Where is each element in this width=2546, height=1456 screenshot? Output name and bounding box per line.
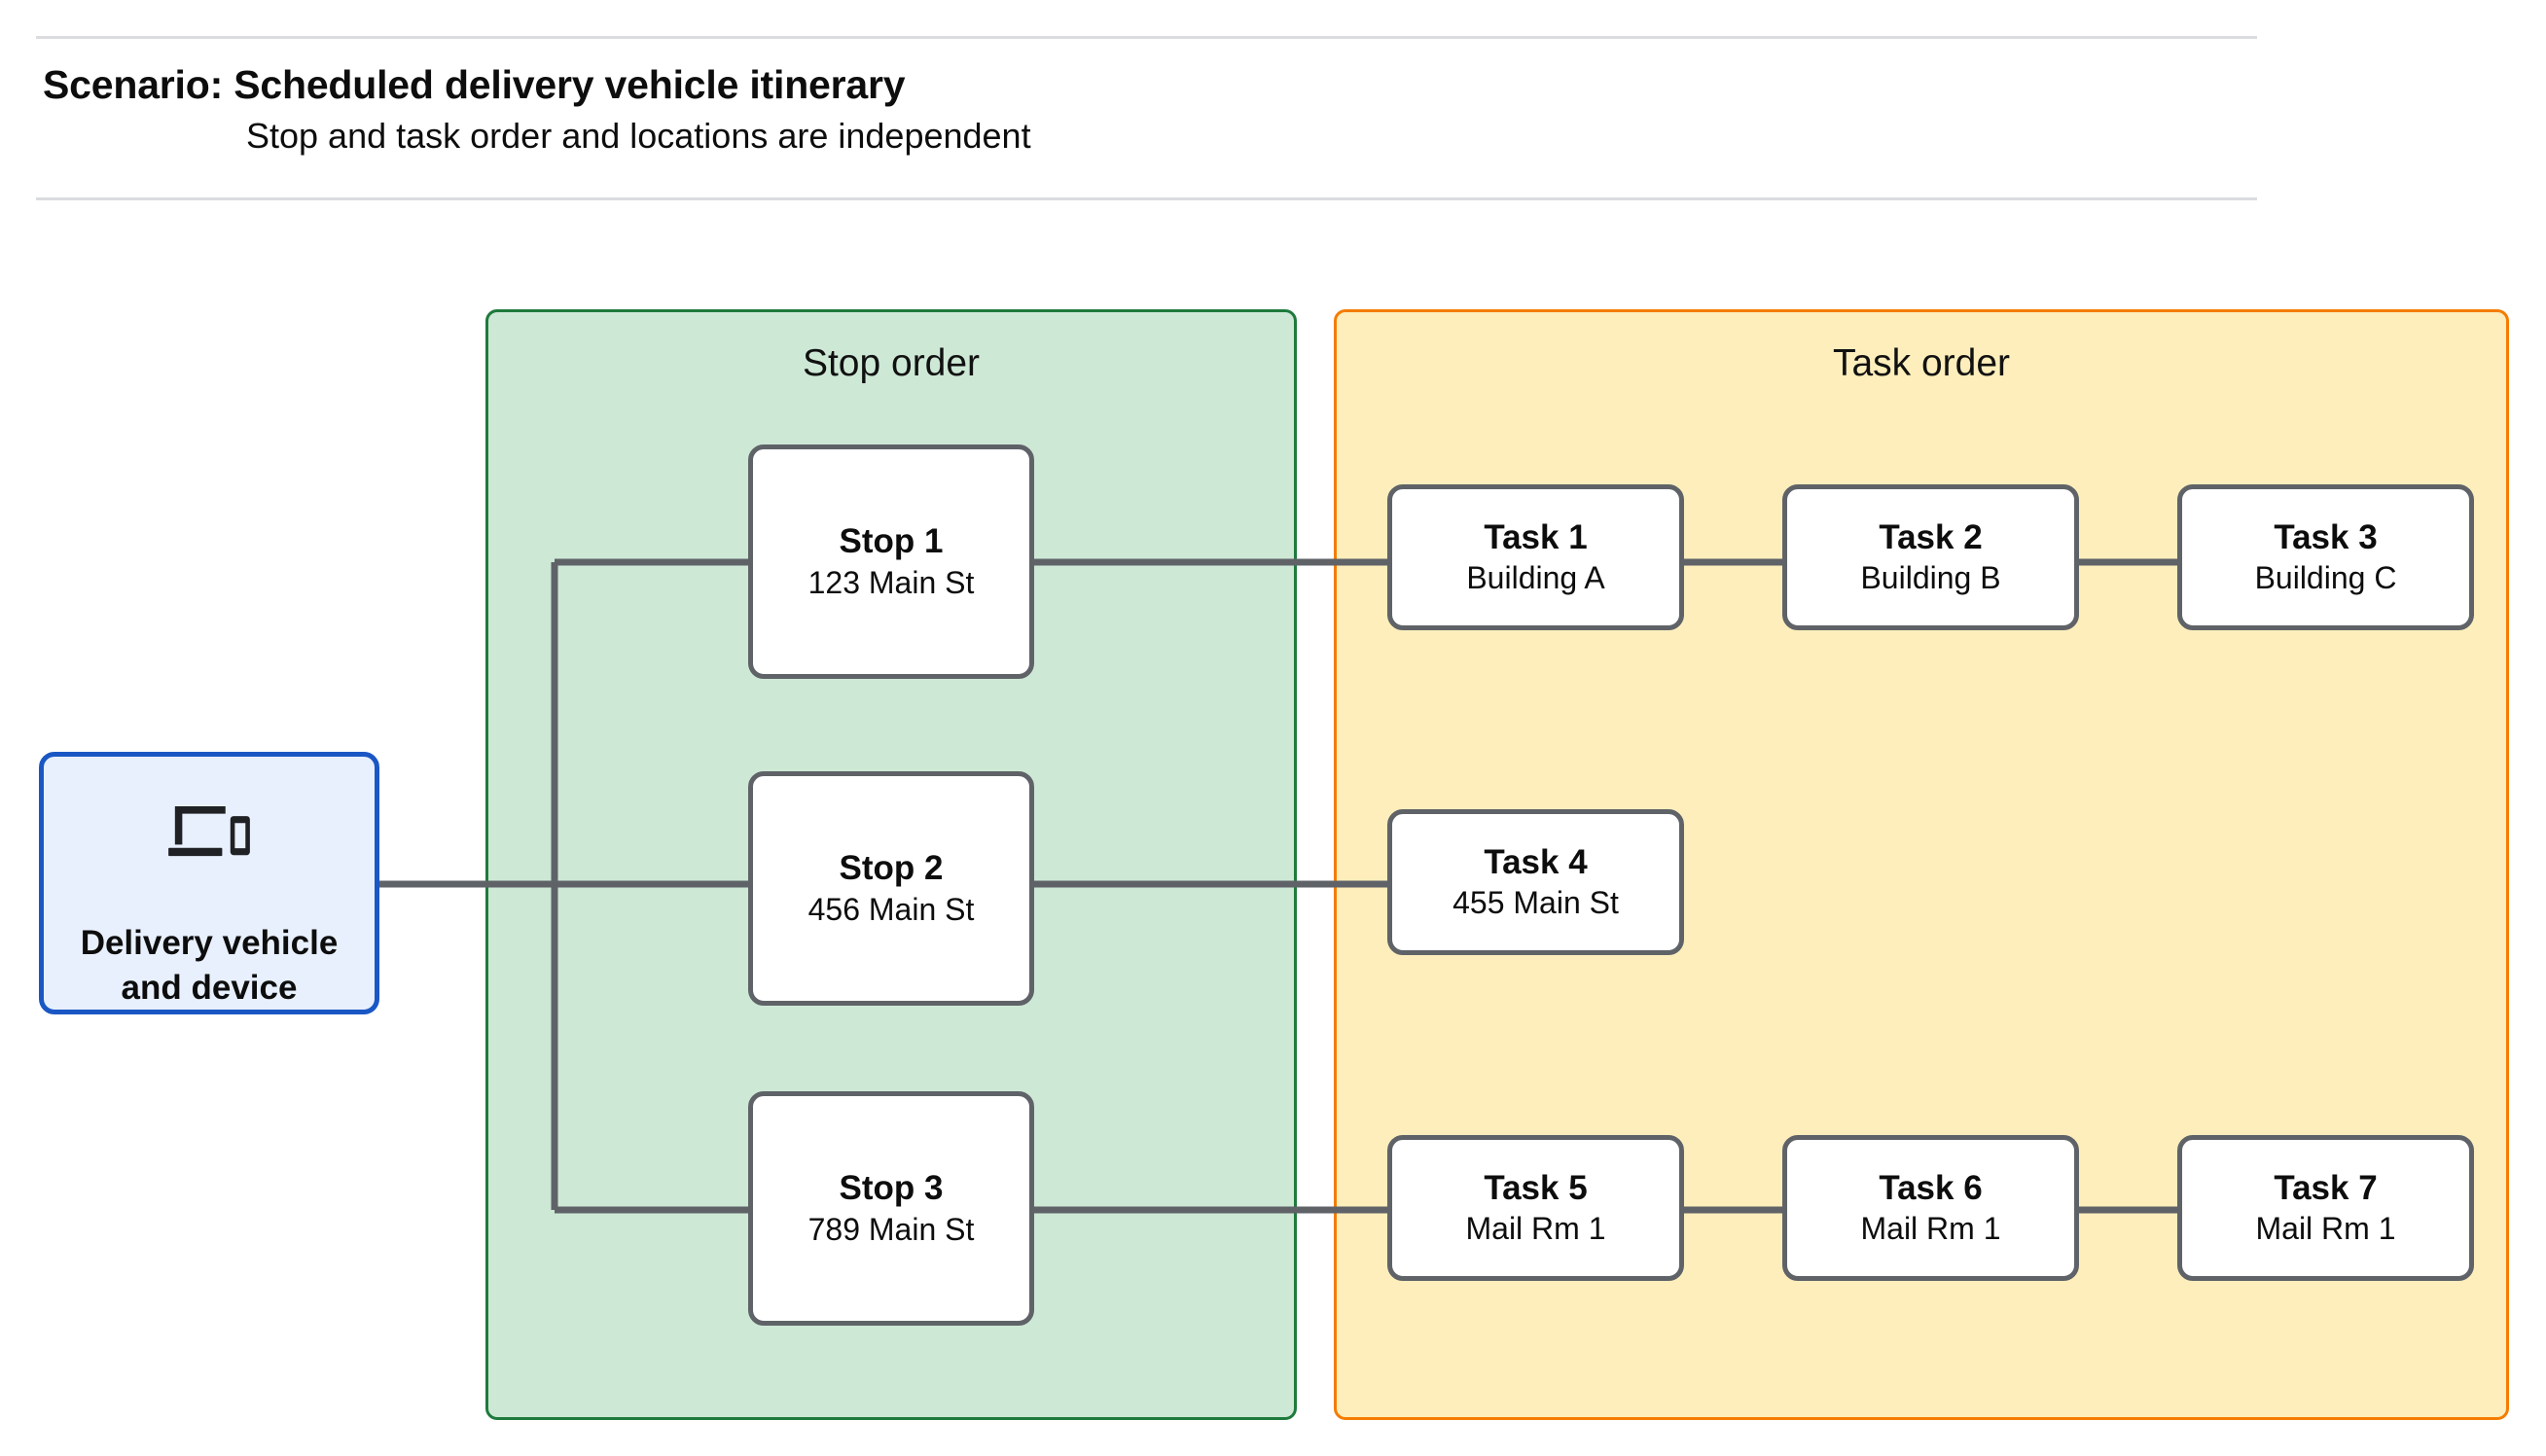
header-divider-bottom	[36, 197, 2257, 200]
task-node-3-title: Task 3	[2274, 517, 2378, 556]
stop-node-2[interactable]: Stop 2 456 Main St	[748, 771, 1034, 1006]
devices-icon	[168, 806, 250, 857]
delivery-vehicle-label: Delivery vehicle and device	[81, 921, 339, 1010]
task-node-5-title: Task 5	[1484, 1168, 1588, 1207]
task-node-3-location: Building C	[2254, 560, 2397, 596]
task-node-7-location: Mail Rm 1	[2255, 1211, 2396, 1247]
stop-node-1-title: Stop 1	[839, 522, 944, 561]
page-subtitle: Stop and task order and locations are in…	[246, 116, 1031, 156]
stop-order-panel-title: Stop order	[802, 342, 981, 384]
task-node-4-title: Task 4	[1484, 842, 1588, 881]
stop-node-2-title: Stop 2	[839, 849, 944, 888]
stop-node-2-location: 456 Main St	[807, 891, 975, 927]
task-node-6[interactable]: Task 6 Mail Rm 1	[1782, 1135, 2079, 1281]
page-title: Scenario: Scheduled delivery vehicle iti…	[43, 62, 906, 107]
stop-node-3-title: Stop 3	[839, 1169, 944, 1208]
task-node-2-title: Task 2	[1879, 517, 1983, 556]
delivery-vehicle-node[interactable]: Delivery vehicle and device	[39, 752, 379, 1014]
task-node-6-location: Mail Rm 1	[1860, 1211, 2001, 1247]
task-node-3[interactable]: Task 3 Building C	[2177, 484, 2474, 630]
task-node-2[interactable]: Task 2 Building B	[1782, 484, 2079, 630]
stop-node-3-location: 789 Main St	[807, 1211, 975, 1247]
task-node-2-location: Building B	[1860, 560, 2001, 596]
header-divider-top	[36, 36, 2257, 39]
task-node-4[interactable]: Task 4 455 Main St	[1387, 809, 1684, 955]
task-node-7-title: Task 7	[2274, 1168, 2378, 1207]
delivery-vehicle-label-line-2: and device	[121, 968, 298, 1007]
stop-node-3[interactable]: Stop 3 789 Main St	[748, 1091, 1034, 1326]
task-node-6-title: Task 6	[1879, 1168, 1983, 1207]
stop-node-1[interactable]: Stop 1 123 Main St	[748, 444, 1034, 679]
task-order-panel-title: Task order	[1832, 342, 2011, 384]
stop-node-1-location: 123 Main St	[807, 564, 975, 600]
task-node-1-title: Task 1	[1484, 517, 1588, 556]
delivery-vehicle-label-line-1: Delivery vehicle	[80, 924, 339, 962]
task-node-7[interactable]: Task 7 Mail Rm 1	[2177, 1135, 2474, 1281]
task-node-4-location: 455 Main St	[1452, 885, 1619, 921]
task-node-5-location: Mail Rm 1	[1465, 1211, 1606, 1247]
task-node-1-location: Building A	[1466, 560, 1605, 596]
task-node-5[interactable]: Task 5 Mail Rm 1	[1387, 1135, 1684, 1281]
task-node-1[interactable]: Task 1 Building A	[1387, 484, 1684, 630]
